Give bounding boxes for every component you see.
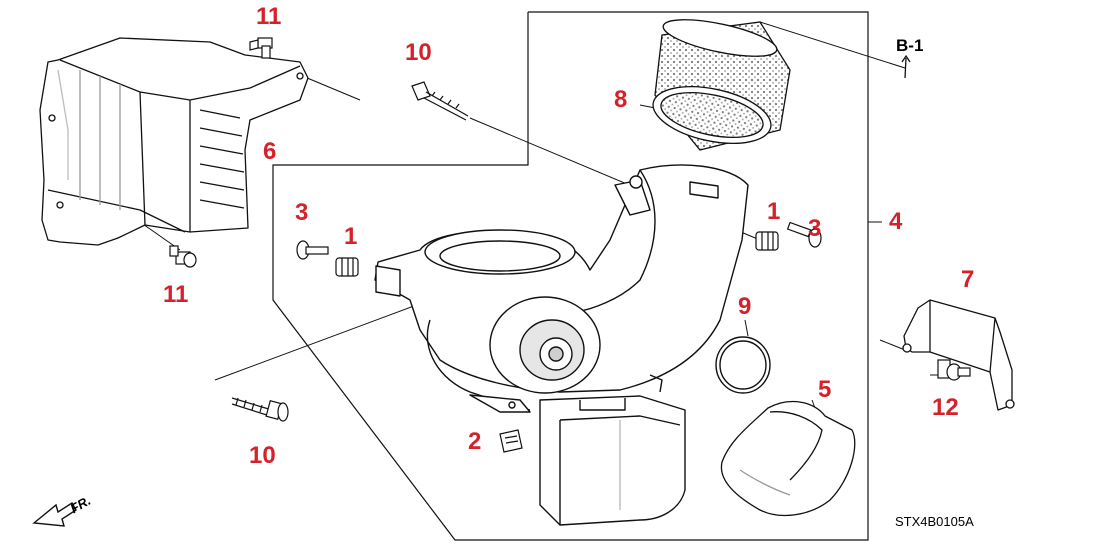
callout-3-left: 3 xyxy=(295,199,309,226)
part-10-bolt-upper xyxy=(411,81,469,121)
part-3-bolt-right xyxy=(786,221,822,248)
part-1-grommet-right xyxy=(755,231,779,251)
callout-8: 8 xyxy=(614,86,628,113)
part-12-bolt xyxy=(937,359,971,381)
callout-2: 2 xyxy=(468,428,482,455)
diagram-code: STX4B0105A xyxy=(895,514,974,529)
callout-10-upper: 10 xyxy=(405,39,432,66)
callout-9: 9 xyxy=(738,293,752,320)
part-11-bolt-left xyxy=(169,245,197,268)
reference-arrow-icon xyxy=(901,54,911,79)
part-3-bolt-left xyxy=(296,240,329,260)
part-11-bolt-top xyxy=(249,37,273,59)
part-7-bracket xyxy=(902,299,1015,411)
callout-7: 7 xyxy=(961,266,975,293)
part-8-filter-ring xyxy=(652,19,791,151)
part-1-grommet-left xyxy=(335,257,359,277)
callout-11-left: 11 xyxy=(163,281,189,308)
part-10-bolt-lower xyxy=(231,397,289,422)
reference-label: B-1 xyxy=(896,36,924,55)
part-4-intake-duct xyxy=(374,164,749,526)
part-9-o-ring xyxy=(715,336,771,394)
callout-6: 6 xyxy=(263,138,277,165)
front-direction-arrow-icon xyxy=(32,502,77,527)
callout-12: 12 xyxy=(932,394,959,421)
callout-3-right: 3 xyxy=(808,215,822,242)
part-6-cover xyxy=(39,37,309,246)
callout-5: 5 xyxy=(818,376,832,403)
callout-10-lower: 10 xyxy=(249,442,276,469)
callout-1-right: 1 xyxy=(767,198,781,225)
callout-4: 4 xyxy=(889,208,903,235)
callout-1-left: 1 xyxy=(344,223,358,250)
part-2-nut xyxy=(499,429,523,453)
assembly-boundary xyxy=(272,11,869,541)
callout-11-top: 11 xyxy=(256,3,282,30)
part-5-cap xyxy=(720,400,856,517)
